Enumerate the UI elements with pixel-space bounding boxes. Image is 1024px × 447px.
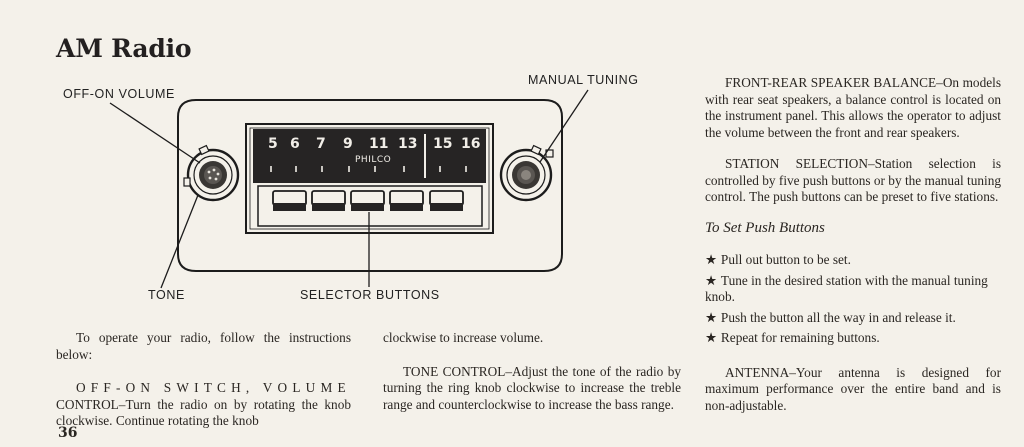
label-off-on-volume: OFF-ON VOLUME: [63, 87, 175, 101]
switch-heading: OFF-ON SWITCH, VOLUME: [76, 380, 351, 395]
intro-paragraph: To operate your radio, follow the instru…: [56, 330, 351, 362]
switch-paragraph-continued: clockwise to increase volume.: [383, 330, 544, 345]
balance-paragraph: FRONT-REAR SPEAKER BALANCE–On models wit…: [705, 75, 1001, 140]
label-manual-tuning: MANUAL TUNING: [528, 73, 639, 87]
text-column-right: FRONT-REAR SPEAKER BALANCE–On models wit…: [705, 75, 1001, 414]
dial-number: 5: [268, 136, 278, 152]
star-icon: ★: [705, 309, 717, 325]
selector-button: [389, 190, 424, 206]
tuning-leader: [539, 89, 589, 163]
dial-number: 7: [316, 136, 326, 152]
switch-paragraph: CONTROL–Turn the radio on by rotating th…: [56, 396, 351, 429]
tuning-knob: [499, 144, 554, 202]
selector-button: [311, 190, 346, 206]
push-buttons-steps: ★Pull out button to be set. ★Tune in the…: [705, 252, 1001, 347]
station-paragraph: STATION SELECTION–Station selection is c…: [705, 156, 1001, 204]
text-column-left: To operate your radio, follow the instru…: [56, 330, 351, 430]
button-tray: [257, 185, 483, 227]
star-icon: ★: [705, 272, 717, 288]
radio-illustration: 5 6 7 9 11 13 15 16 PHILCO: [109, 89, 589, 289]
tone-paragraph: TONE CONTROL–Adjust the tone of the radi…: [383, 363, 681, 412]
label-tone: TONE: [148, 288, 185, 302]
selector-button: [350, 190, 385, 206]
star-icon: ★: [705, 252, 717, 267]
selector-button: [429, 190, 464, 206]
tone-leader: [160, 194, 199, 289]
list-item: ★Pull out button to be set.: [705, 252, 851, 267]
radio-bezel: [177, 99, 563, 272]
page-number: 36: [58, 425, 78, 441]
push-buttons-heading: To Set Push Buttons: [705, 219, 825, 236]
dial-number: 6: [290, 136, 300, 152]
dial-number: 9: [343, 136, 353, 152]
brand-logo: PHILCO: [355, 155, 391, 165]
volume-knob: [183, 144, 240, 202]
star-icon: ★: [705, 330, 717, 345]
dial-scale: 5 6 7 9 11 13 15 16 PHILCO: [268, 134, 480, 178]
list-item: ★Push the button all the way in and rele…: [705, 309, 956, 325]
page-title: AM Radio: [56, 34, 192, 63]
dial-number: 15: [433, 136, 452, 152]
dial-number: 13: [398, 136, 417, 152]
dial-number: 11: [369, 136, 388, 152]
text-column-middle: clockwise to increase volume. TONE CONTR…: [383, 330, 681, 413]
antenna-paragraph: ANTENNA–Your antenna is designed for max…: [705, 364, 1001, 413]
volume-leader: [109, 102, 201, 164]
selector-button: [272, 190, 307, 206]
dial-window: [253, 129, 486, 183]
dial-number: 16: [461, 136, 480, 152]
selector-buttons: [272, 190, 464, 206]
list-item: ★Repeat for remaining buttons.: [705, 330, 880, 345]
list-item: ★Tune in the desired station with the ma…: [705, 272, 988, 305]
label-selector-buttons: SELECTOR BUTTONS: [300, 288, 440, 302]
